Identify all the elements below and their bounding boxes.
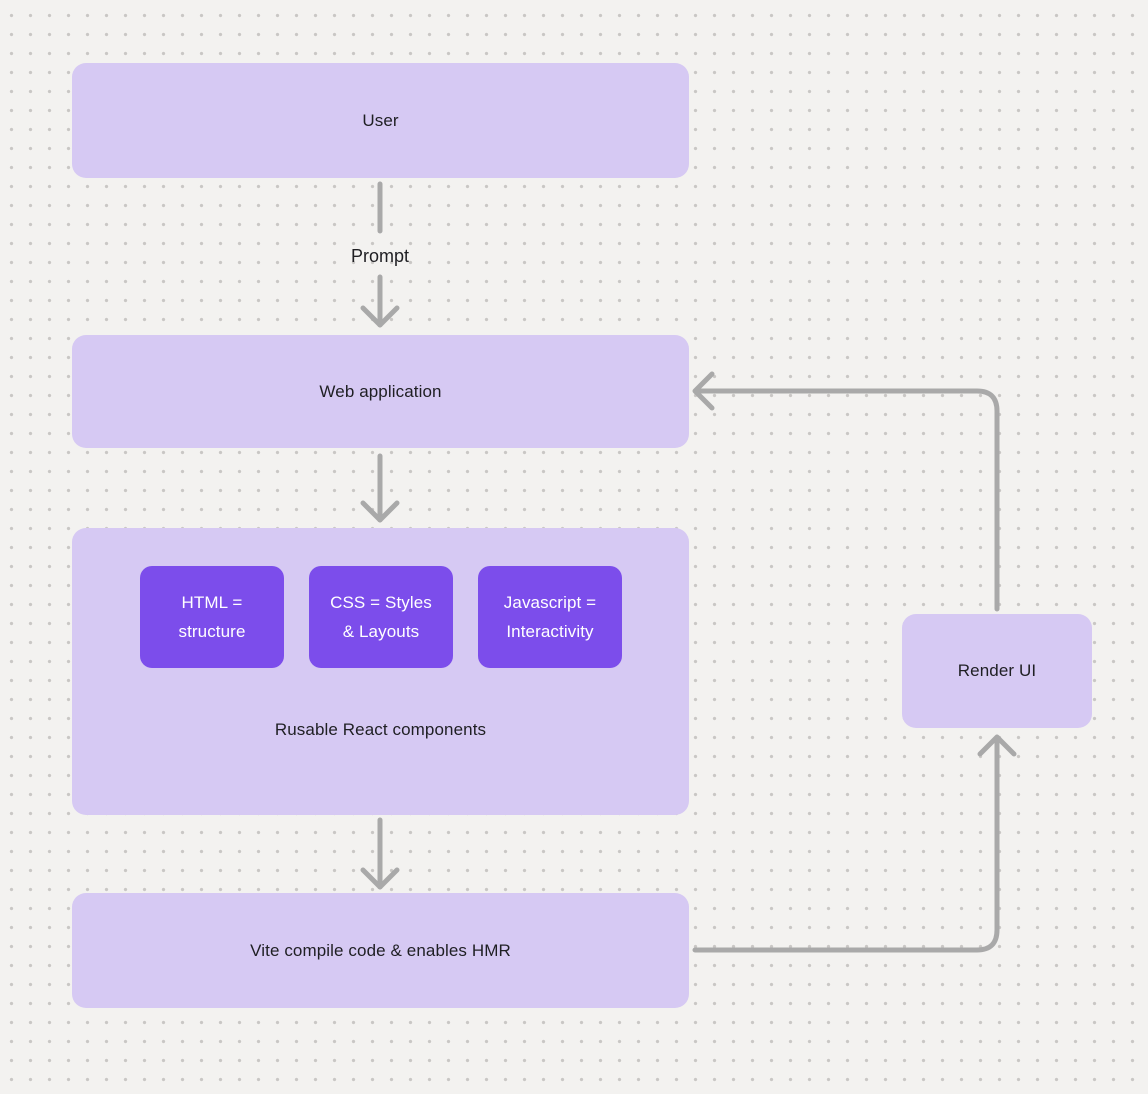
- arrowhead-down-into-components-icon: [360, 500, 400, 523]
- node-css-chip-line2: & Layouts: [342, 622, 420, 641]
- components-group-caption: Rusable React components: [274, 720, 487, 739]
- node-components-group[interactable]: HTML = structure CSS = Styles & Layouts …: [72, 528, 689, 815]
- node-css-chip[interactable]: CSS = Styles & Layouts: [309, 566, 453, 668]
- edge-renderui-to-webapp: [694, 388, 1000, 612]
- node-html-chip[interactable]: HTML = structure: [140, 566, 284, 668]
- node-css-chip-line1: CSS = Styles: [330, 593, 432, 612]
- node-user-label: User: [362, 110, 399, 130]
- node-javascript-chip-line2: Interactivity: [506, 622, 594, 641]
- arrowhead-left-into-webapp-icon: [692, 371, 715, 411]
- node-render-ui-label: Render UI: [957, 661, 1037, 680]
- node-vite-label: Vite compile code & enables HMR: [250, 940, 511, 960]
- arrowhead-down-into-webapp-icon: [360, 305, 400, 328]
- node-user[interactable]: User: [72, 63, 689, 178]
- node-javascript-chip[interactable]: Javascript = Interactivity: [478, 566, 622, 668]
- node-render-ui[interactable]: Render UI: [902, 614, 1092, 728]
- edge-vite-to-renderui: [692, 735, 1000, 953]
- edge-label-prompt: Prompt: [350, 246, 410, 266]
- node-web-application-label: Web application: [319, 381, 442, 401]
- arrowhead-up-into-renderui-icon: [977, 734, 1017, 757]
- node-html-chip-line2: structure: [178, 622, 246, 641]
- arrowhead-down-into-vite-icon: [360, 867, 400, 890]
- node-javascript-chip-line1: Javascript =: [503, 593, 597, 612]
- node-html-chip-line1: HTML =: [181, 593, 243, 612]
- node-web-application[interactable]: Web application: [72, 335, 689, 448]
- node-vite[interactable]: Vite compile code & enables HMR: [72, 893, 689, 1008]
